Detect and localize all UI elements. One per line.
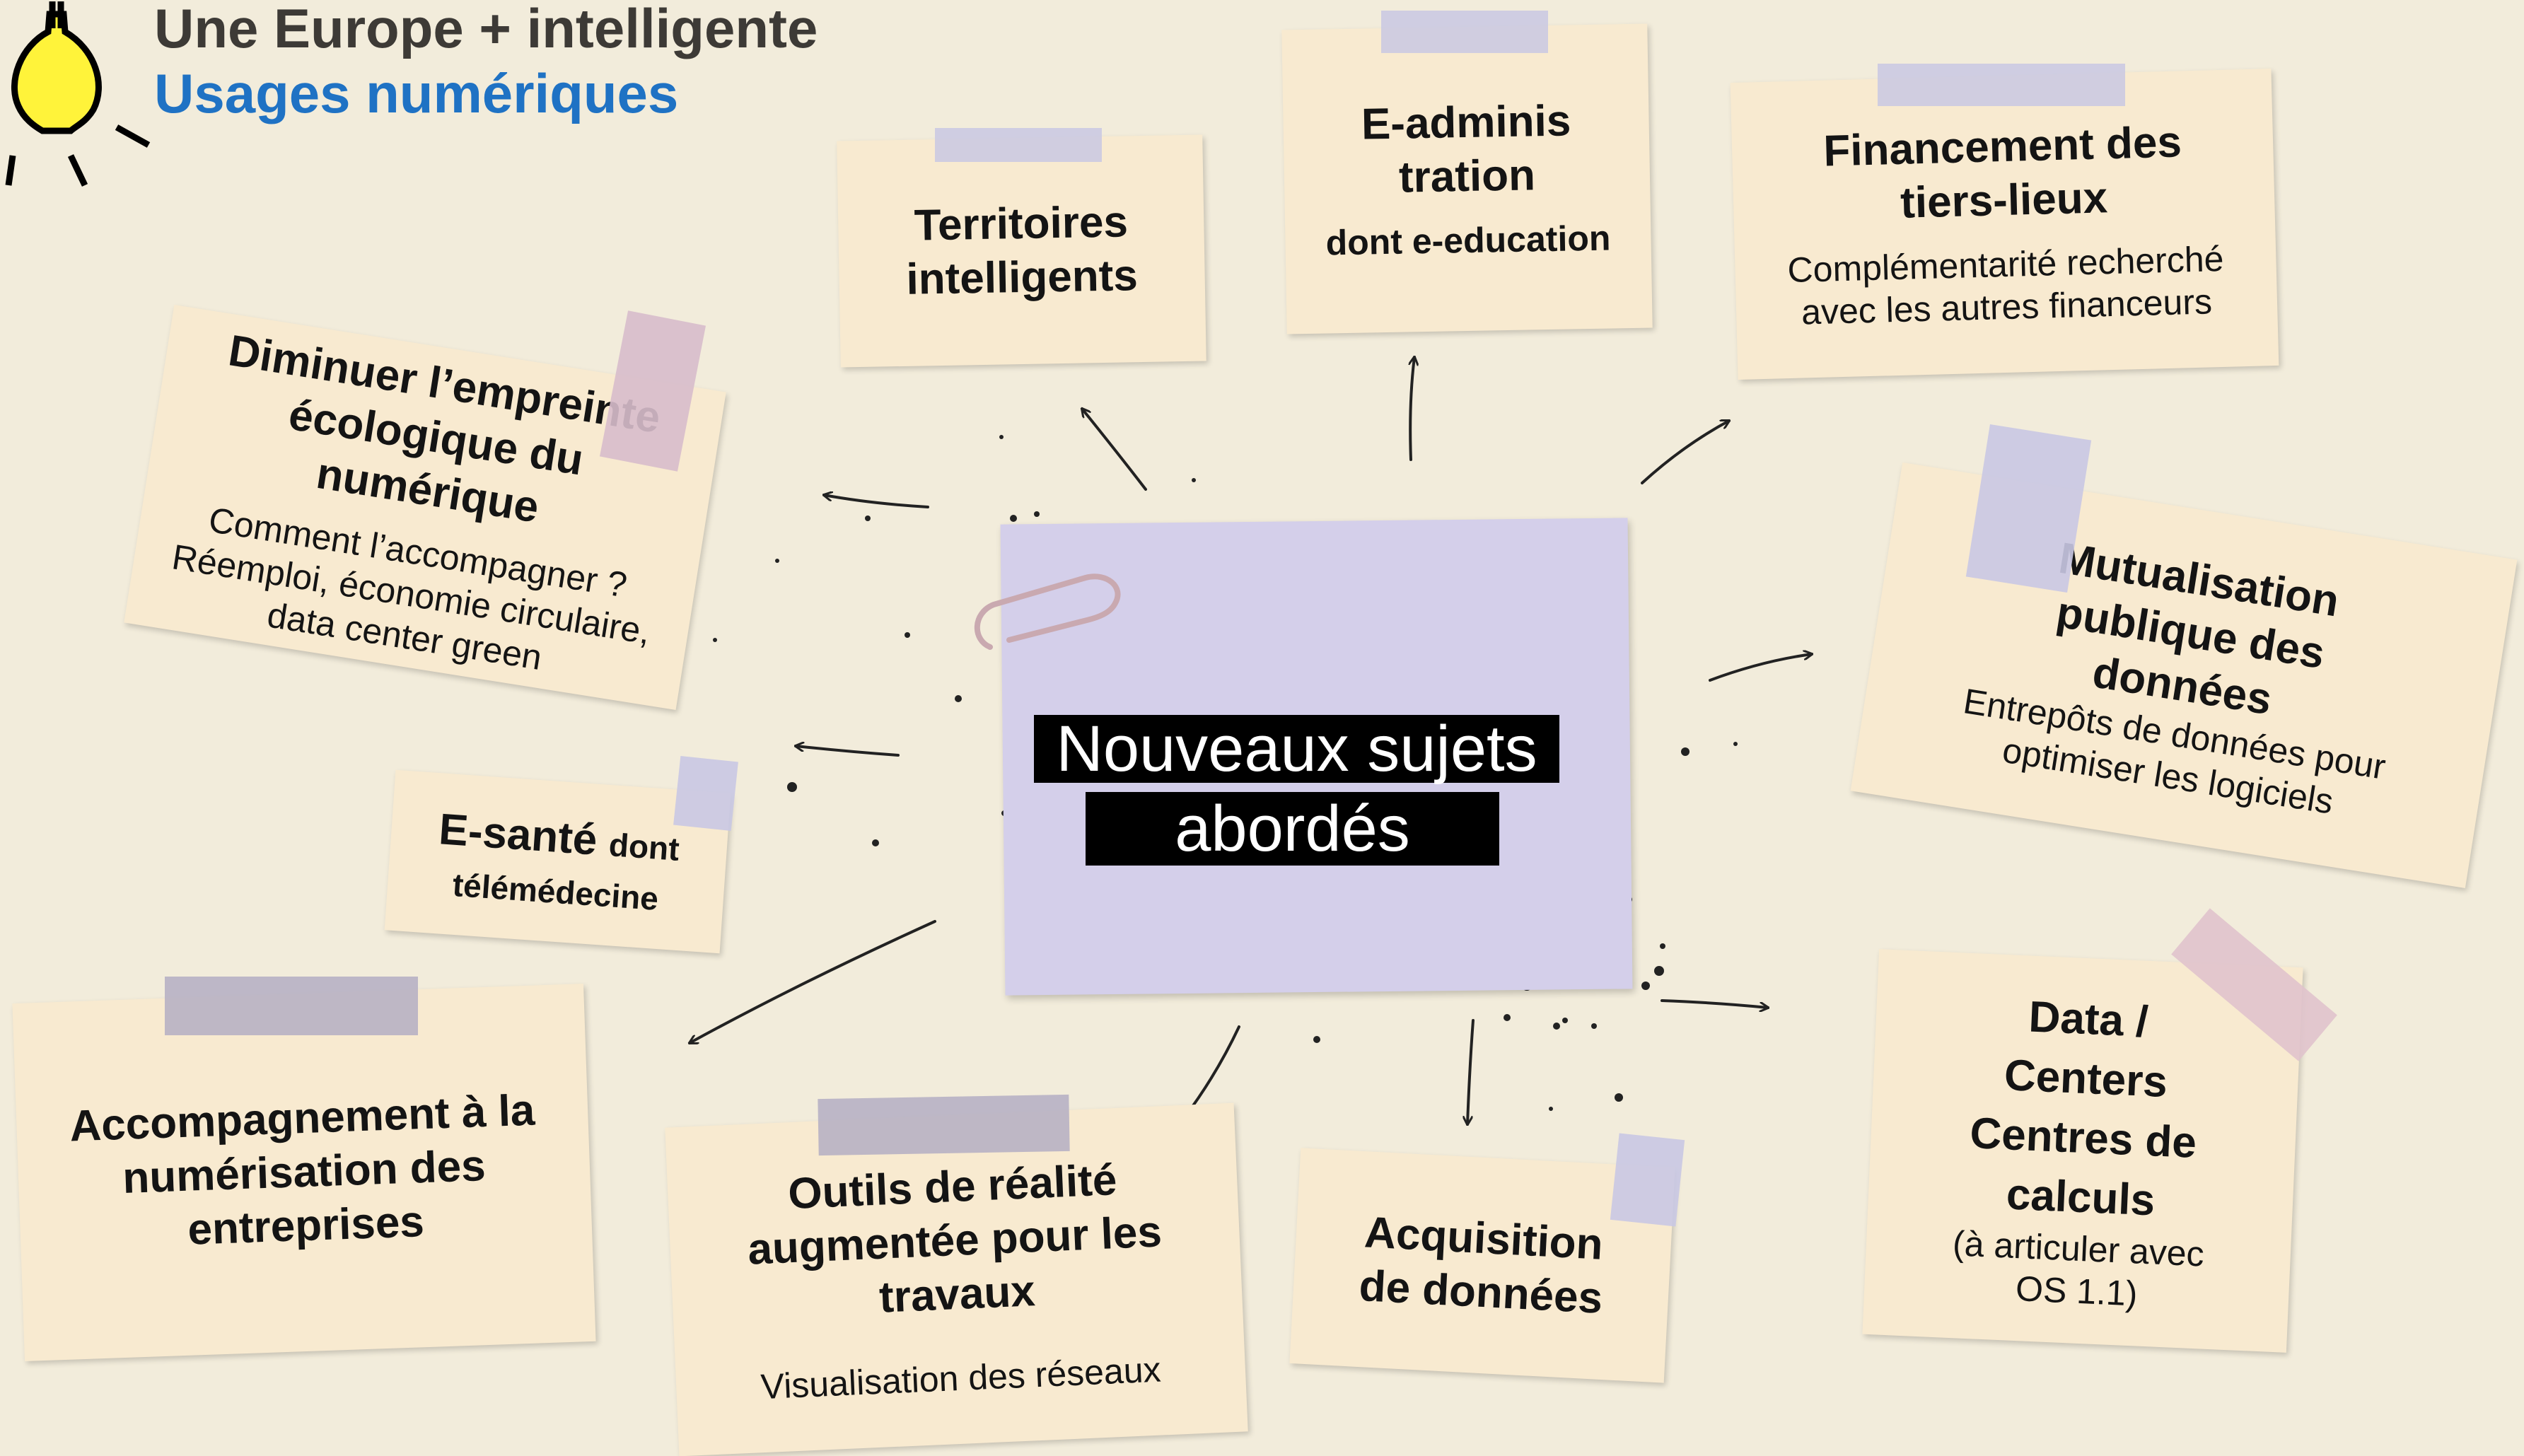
note-datacenters-sub: (à articuler avec OS 1.1) (1952, 1223, 2205, 1314)
arrow-accompagnement (690, 920, 936, 1043)
tape (1381, 11, 1548, 53)
note-datacenters-title: Data / Centers Centres de calculs (1969, 992, 2198, 1225)
arrow-financement (1641, 419, 1729, 484)
tape (1610, 1133, 1685, 1227)
note-esante-title-main: E-santé (437, 804, 599, 865)
arrow-eadmin (1410, 357, 1414, 461)
lightbulb-icon (5, 1, 151, 187)
note-territoires: Territoires intelligents (837, 134, 1206, 368)
header-title: Une Europe + intelligente (154, 0, 818, 59)
tape (165, 977, 418, 1035)
tape (935, 128, 1102, 162)
arrow-acquisition (1467, 1019, 1475, 1124)
note-esante-title-small: dont (607, 825, 681, 868)
note-outils: Outils de réalité augmentée pour les tra… (665, 1102, 1248, 1456)
note-territoires-title: Territoires intelligents (905, 197, 1139, 304)
note-outils-title: Outils de réalité augmentée pour les tra… (746, 1155, 1163, 1322)
note-outils-sub: Visualisation des réseaux (760, 1349, 1162, 1407)
center-title-line1: Nouveaux sujets (1034, 715, 1559, 783)
paperclip-icon (974, 573, 1121, 650)
note-financement-sub: Complémentarité recherché avec les autre… (1786, 238, 2225, 332)
note-accompagnement: Accompagnement à la numérisation des ent… (12, 984, 596, 1361)
arrow-territoires (1082, 409, 1147, 491)
note-accompagnement-title: Accompagnement à la numérisation des ent… (69, 1085, 536, 1254)
arrow-mutualisation (1709, 654, 1812, 682)
tape (673, 755, 738, 832)
note-eadmin-sub: dont e-education (1325, 218, 1611, 263)
header-subtitle: Usages numériques (154, 62, 679, 124)
header: Une Europe + intelligente Usages numériq… (154, 0, 818, 126)
arrow-datacenters (1661, 999, 1768, 1008)
note-eadmin-title: E-administration (1361, 96, 1571, 202)
note-financement: Financement des tiers-lieux Complémentar… (1730, 69, 2279, 380)
arrow-diminuer (824, 495, 929, 508)
arrow-esante (796, 746, 900, 757)
note-eadmin: E-administration dont e-education (1281, 23, 1653, 334)
note-financement-title: Financement des tiers-lieux (1822, 117, 2182, 228)
note-acquisition-title: Acquisition de données (1358, 1207, 1605, 1323)
tape (818, 1094, 1070, 1156)
center-title-line2: abordés (1086, 792, 1499, 866)
tape (1878, 64, 2125, 106)
